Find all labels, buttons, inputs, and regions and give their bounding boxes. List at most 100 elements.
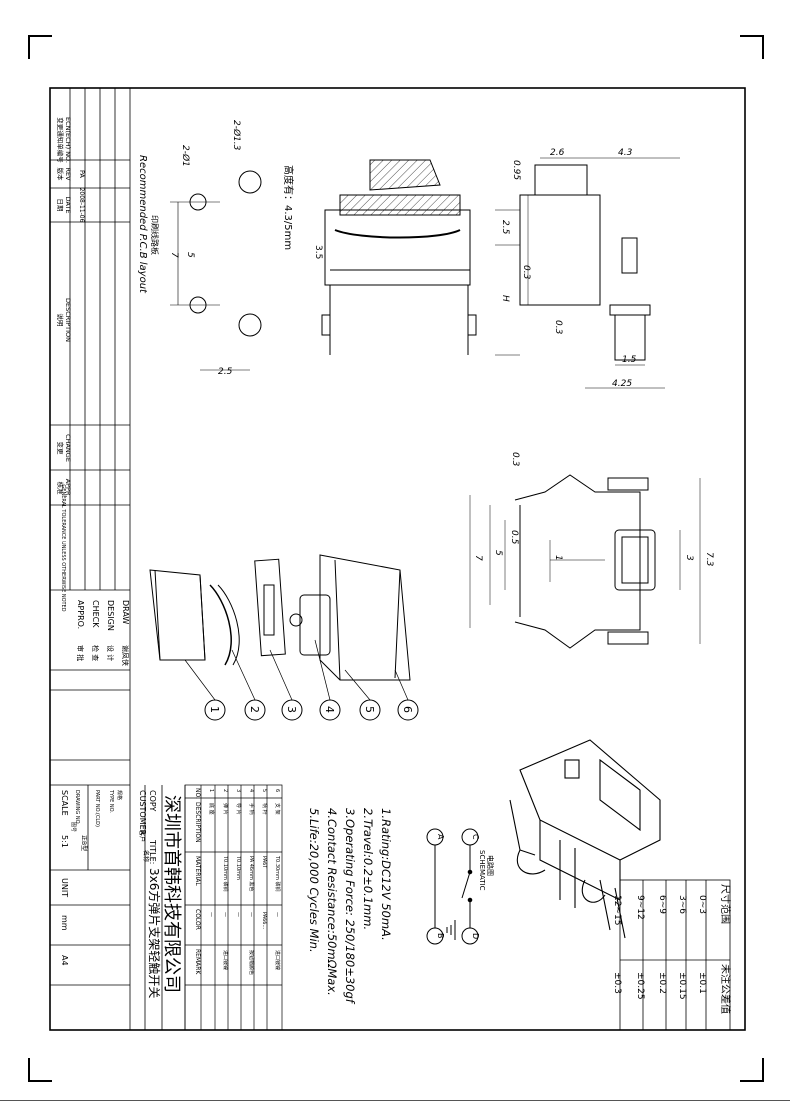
pcb-layout [170,170,262,371]
tolerance-range: 3~6 [677,895,687,914]
bom-row-remark: 进口镀镍 [274,950,281,970]
pcb-dim-hole-small: 2-Ø1 [180,145,191,167]
isometric-view [509,739,661,939]
section-view [321,159,477,355]
part-balloon [244,699,266,721]
side-dim-4-3: 4.3 [618,148,633,158]
drawing-no-label: DRAWING NO. [74,790,80,825]
balloon-leader [269,649,293,701]
signoff-draw: DRAW [121,600,130,624]
pcb-dim-2-5: 2.5 [218,367,233,377]
balloon-leader [344,669,371,701]
schematic [426,828,479,945]
signoff-check: CHECK [91,600,100,628]
crop-mark-top-right [740,35,764,59]
side-dim-1-5: 1.5 [622,355,637,365]
date-label: DATE [64,197,72,214]
drawing-no-cn: 图号 [70,822,76,832]
signoff-grid [49,590,130,1030]
side-dim-2-6: 2.6 [550,148,565,158]
part-balloon [319,699,341,721]
balloon-leader [314,639,331,701]
pcb-dim-5: 5 [185,252,195,258]
rev-label-cn: 版本 [56,168,65,182]
signoff-block: DRAW 谢凤侠 DESIGN 设 计 CHECK 检 查 APPRO. 审 批 [76,600,130,666]
page-bottom-rule [0,1100,790,1101]
bom-header-no: NO. [194,788,201,799]
section-dim-3-5: 3.5 [313,245,323,259]
schematic-node-a-label: A [436,834,445,840]
spec-line: 2.Travel:0.2±0.1mm. [361,808,375,930]
tolerance-header-value: 未注公差值 [719,964,732,1014]
bom-row-description: 弹 片 [222,803,229,815]
spec-line: 5.Life:20,000 Cycles Min. [307,808,321,953]
ecn-label-cn: 变更通知单编号 [56,117,65,163]
revision-strip [50,88,131,1030]
unit-value: mm [60,915,69,931]
title-cn: 名称 [142,850,150,862]
tolerance-table: 尺寸范围未注公差值0~3±0.13~6±0.156~9±0.29~12±0.25… [612,884,732,1014]
tolerance-value: ±0.3 [612,972,622,994]
bom-row-no: 6 [274,789,280,792]
bom-row-color: — [222,912,228,917]
rev-value: PA [78,170,86,179]
tolerance-range: 9~12 [635,895,645,920]
spec-line: 4.Contact Resistance:50mΩMax. [325,808,339,996]
tolerance-value: ±0.15 [677,972,687,1000]
bom-row-color: — [235,912,241,917]
customer-cn: 客户 [138,830,146,842]
bom-row-no: 5 [261,789,267,792]
pcb-title: Recommended P.C.B layout [137,155,148,294]
bom-row-description: 柄 杆 [261,803,268,815]
desc-label: DESCRIPTION [64,298,72,342]
scale-value: 5:1 [60,835,69,848]
spec-line: 1.Rating:DC12V 50mA. [379,808,393,941]
part-balloon [204,699,226,721]
change-label: CHANGE [64,434,72,462]
bom-row-no: 3 [235,789,241,792]
product-title: 3x6方弹片支架轻触开关 [147,868,162,998]
tolerance-header-range: 尺寸范围 [719,884,732,924]
bom-row-remark: 按钮帽颜色 [248,950,255,975]
top-dim-7-3: 7.3 [704,552,714,567]
bom-row-description: 底 座 [208,803,215,815]
part-no-label: PART NO.(CLD) [94,790,100,827]
top-dim-3: 3 [684,555,694,561]
tolerance-value: ±0.1 [697,972,707,994]
part-balloon-number: 3 [285,706,298,713]
bom-row-remark: 进口镀镍 [222,950,229,970]
type-no-cn: 规格 [116,790,123,800]
top-view [469,474,701,649]
pcb-labels: 2-Ø1.3 2-Ø1 7 5 2.5 印刷线路板 Recommended P.… [137,120,242,377]
tolerance-value: ±0.2 [657,972,667,994]
bom-row-description: 支 架 [274,803,281,815]
part-balloon [397,699,419,721]
schematic-title-cn: 电路图 [486,855,495,876]
part-balloon-number: 6 [401,706,414,713]
signoff-check-cn: 检 查 [91,645,100,661]
crop-mark-bottom-right [740,1058,764,1082]
part-balloon [359,699,381,721]
bom-row-color: PA66... [261,912,267,930]
exploded-view [149,554,411,681]
tolerance-range: 6~9 [657,895,667,914]
side-dim-0-3-mid: 0.3 [553,320,563,335]
side-dim-0-3-top: 0.3 [521,265,531,280]
signoff-design-cn: 设 计 [106,645,115,661]
part-balloon-number: 2 [248,706,261,713]
schematic-node-c-label: C [471,834,480,840]
side-dim-H: H [500,295,510,302]
date-label-cn: 日期 [56,199,64,213]
section-labels: 高度有：4.3/5mm 3.5 [282,165,323,259]
bom-row-no: 2 [222,789,228,792]
signoff-approve: APPRO. [76,600,85,629]
bom-row-no: 1 [208,789,214,792]
pcb-dim-7: 7 [169,252,179,258]
schematic-labels: C D A B 电路图 SCHEMATIC [436,834,495,939]
rev-label: REV [64,167,72,181]
change-label-cn: 变更 [56,442,65,456]
top-dim-5: 5 [493,550,503,556]
sheet-border [49,87,746,1031]
tolerance-range: 12~15 [612,895,622,925]
